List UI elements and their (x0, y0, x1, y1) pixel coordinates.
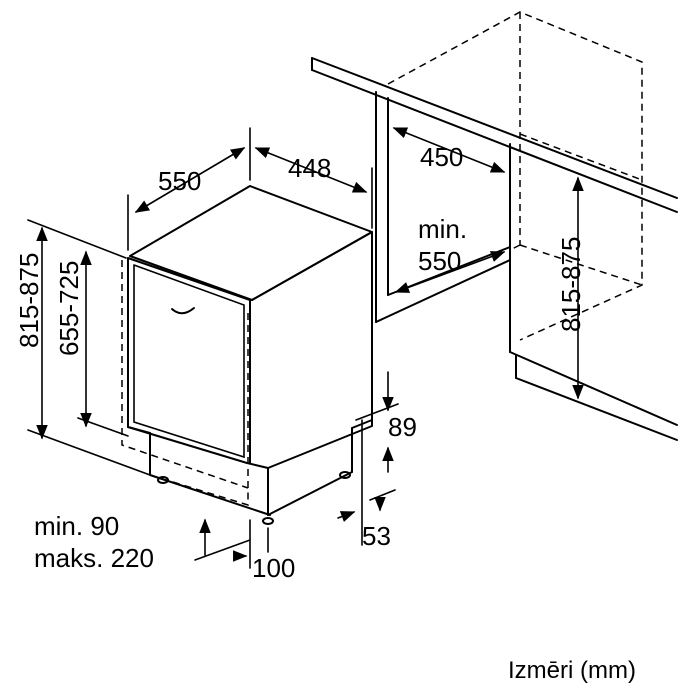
dim-foot-offset (233, 519, 269, 569)
dishwasher-unit (121, 185, 373, 525)
label-plinth-clearance: 53 (362, 521, 391, 551)
dim-height (27, 219, 151, 476)
label-niche-width: 450 (420, 142, 463, 172)
label-plinth-depth-min: min. 90 (34, 511, 119, 541)
dim-plinth-clearance (337, 489, 396, 522)
label-height: 815-875 (14, 253, 44, 348)
dim-width (254, 147, 373, 229)
dim-niche-width (392, 127, 506, 173)
door-handle-icon (171, 307, 195, 315)
label-niche-depth-min: min. (418, 214, 467, 244)
dim-niche-depth (394, 251, 506, 293)
label-depth: 550 (158, 166, 201, 196)
label-plinth-depth-max: maks. 220 (34, 543, 154, 573)
dim-height-inner (77, 250, 129, 437)
dim-depth (127, 127, 251, 251)
label-niche-height: 815-875 (556, 237, 586, 332)
label-width: 448 (288, 153, 331, 183)
foot-front-left (157, 476, 169, 484)
label-plinth-height: 89 (388, 412, 417, 442)
foot-back-right (339, 471, 351, 479)
dim-plinth-height (355, 371, 399, 546)
label-foot-offset: 100 (252, 553, 295, 583)
label-height-inner: 655-725 (54, 261, 84, 356)
caption-units: Izmēri (mm) (508, 657, 636, 684)
foot-front-right (262, 517, 274, 525)
niche-cabinet (311, 11, 678, 441)
dim-plinth-depth (194, 518, 251, 561)
label-niche-depth-value: 550 (418, 246, 461, 276)
